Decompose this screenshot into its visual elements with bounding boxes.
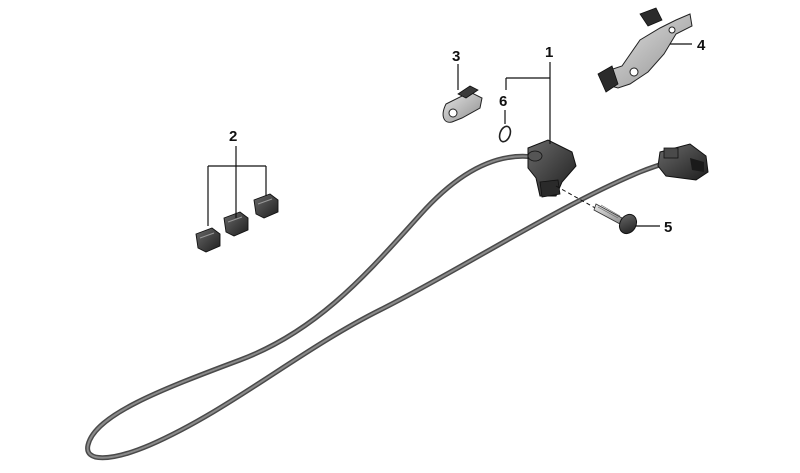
cable-holder-left	[195, 227, 221, 253]
cable-clip	[442, 85, 483, 123]
cable-connector-plug	[657, 143, 709, 181]
leader-lines	[207, 43, 692, 227]
cable-holder-middle	[223, 211, 249, 237]
callout-1: 1	[545, 44, 553, 61]
o-ring	[498, 125, 512, 143]
callout-5: 5	[664, 219, 672, 236]
assembly-axis-line	[555, 185, 607, 215]
cable-loop-outer	[85, 153, 679, 461]
cable-holder-right	[253, 193, 279, 219]
callout-4: 4	[697, 37, 706, 54]
callout-2: 2	[229, 128, 237, 145]
callout-6: 6	[499, 93, 507, 110]
sensor-cable	[85, 153, 679, 461]
screw	[593, 203, 638, 235]
mounting-bracket	[597, 7, 693, 93]
sensor-head	[527, 139, 577, 198]
callout-3: 3	[452, 48, 460, 65]
cable-holder-set	[195, 193, 279, 253]
cable-loop-highlight	[86, 155, 677, 459]
